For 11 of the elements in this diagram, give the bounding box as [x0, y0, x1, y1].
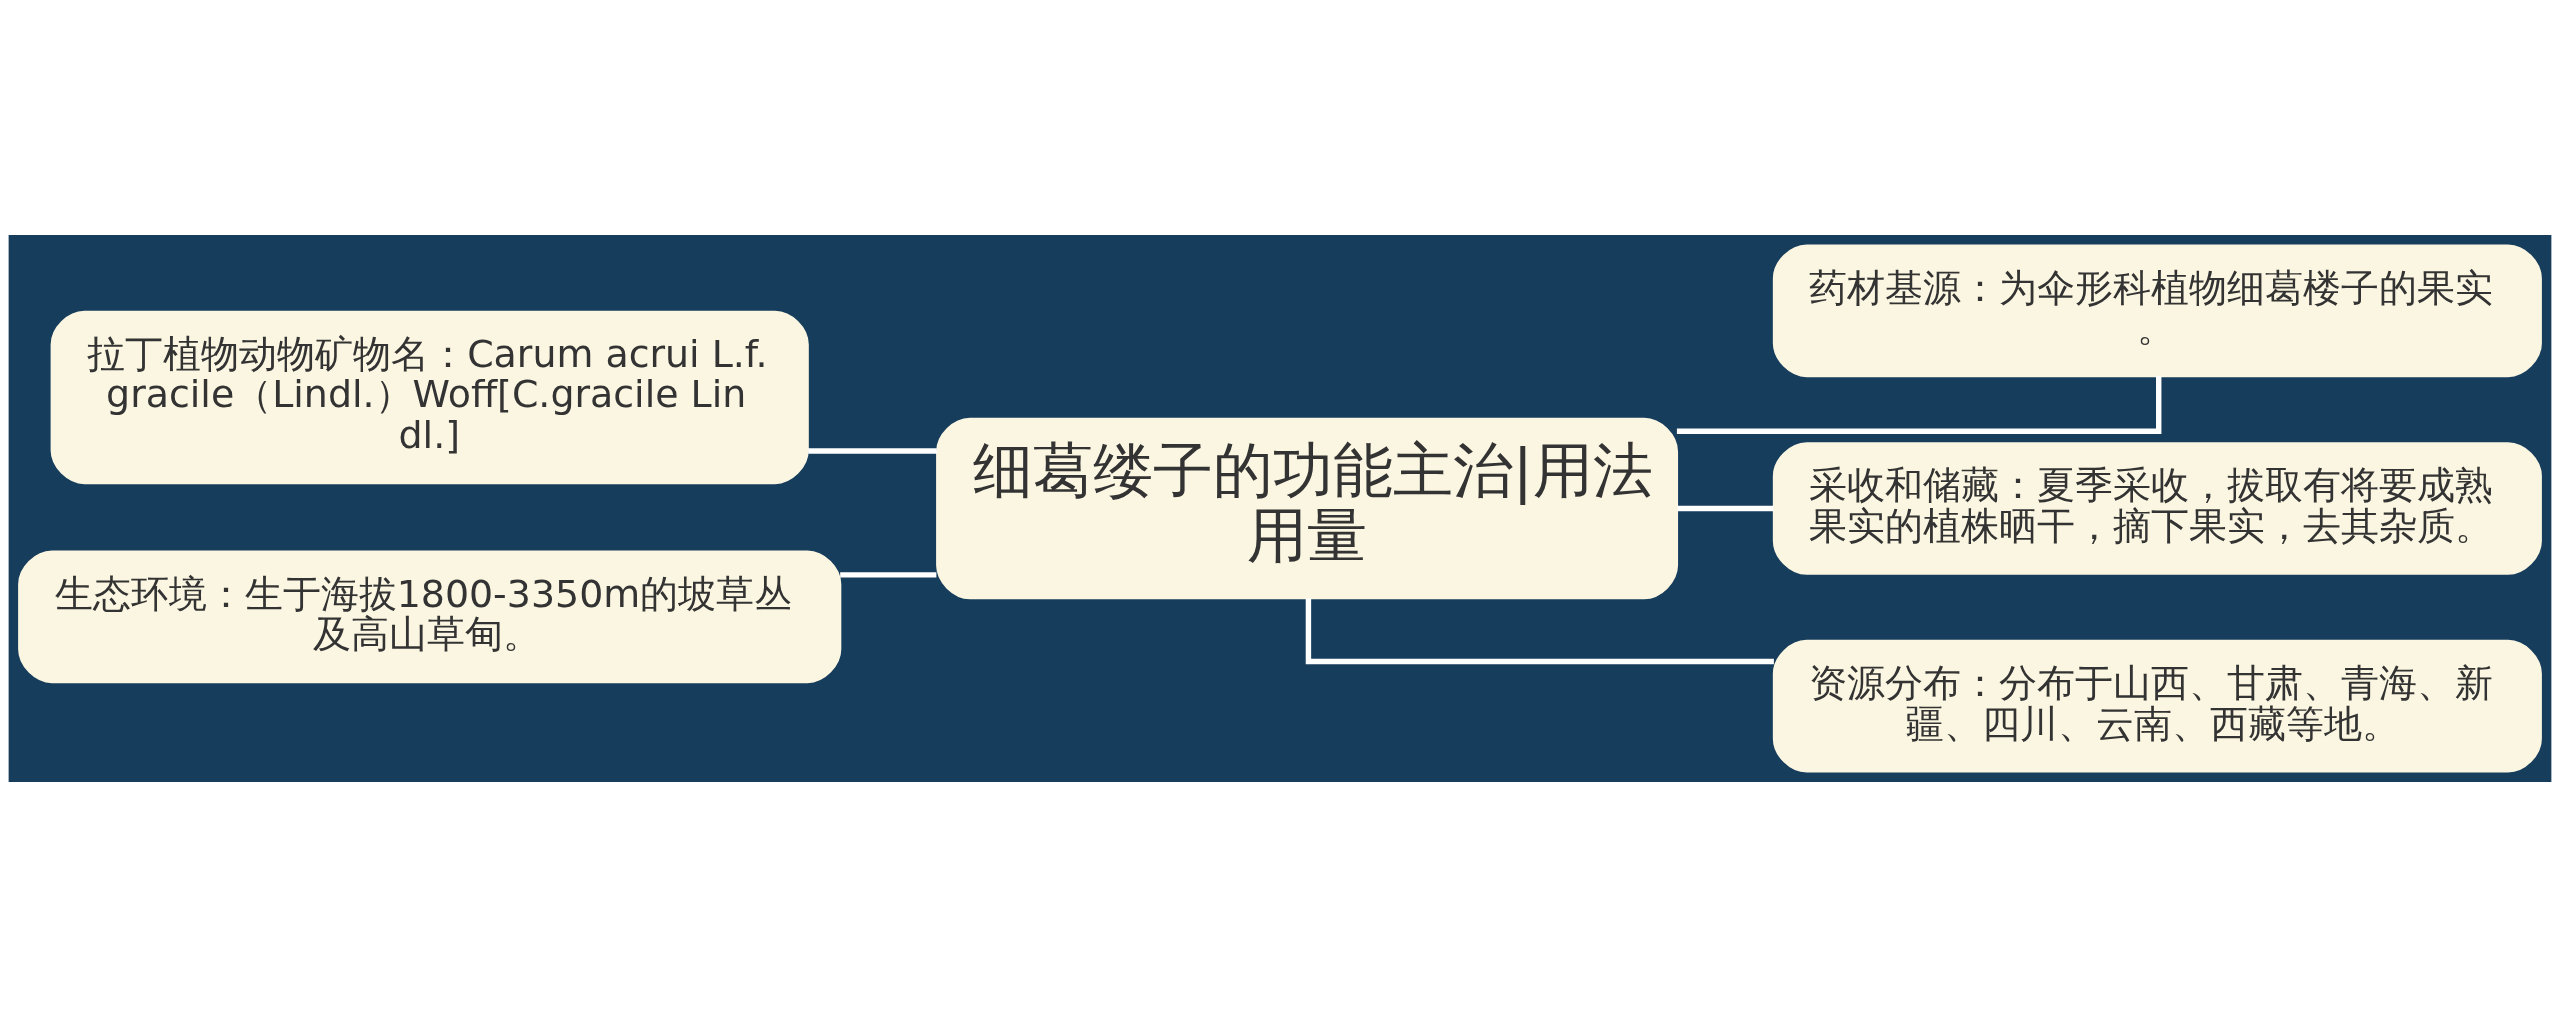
- connector: [1677, 505, 1774, 512]
- connector: [840, 572, 937, 578]
- node-box: 细葛缕子的功能主治|用法用量: [936, 417, 1679, 600]
- node-box: 拉丁植物动物矿物名：Carum acrui L.f. gracile（Lindl.）Woff[C.gracile Lindl.]: [50, 310, 809, 485]
- node-box: 生态环境：生于海拔1800-3350m的坡草丛及高山草甸。: [18, 550, 842, 684]
- node-box: 药材基源：为伞形科植物细葛楼子的果实。: [1772, 244, 2542, 378]
- node-box: 采收和储藏：夏季采收，拔取有将要成熟果实的植株晒干，摘下果实，去其杂质。: [1772, 442, 2542, 575]
- node-box: 资源分布：分布于山西、甘肃、青海、新疆、四川、云南、西藏等地。: [1772, 639, 2542, 773]
- connector: [808, 448, 937, 454]
- connector: [1676, 376, 2162, 435]
- connector: [1305, 598, 1774, 665]
